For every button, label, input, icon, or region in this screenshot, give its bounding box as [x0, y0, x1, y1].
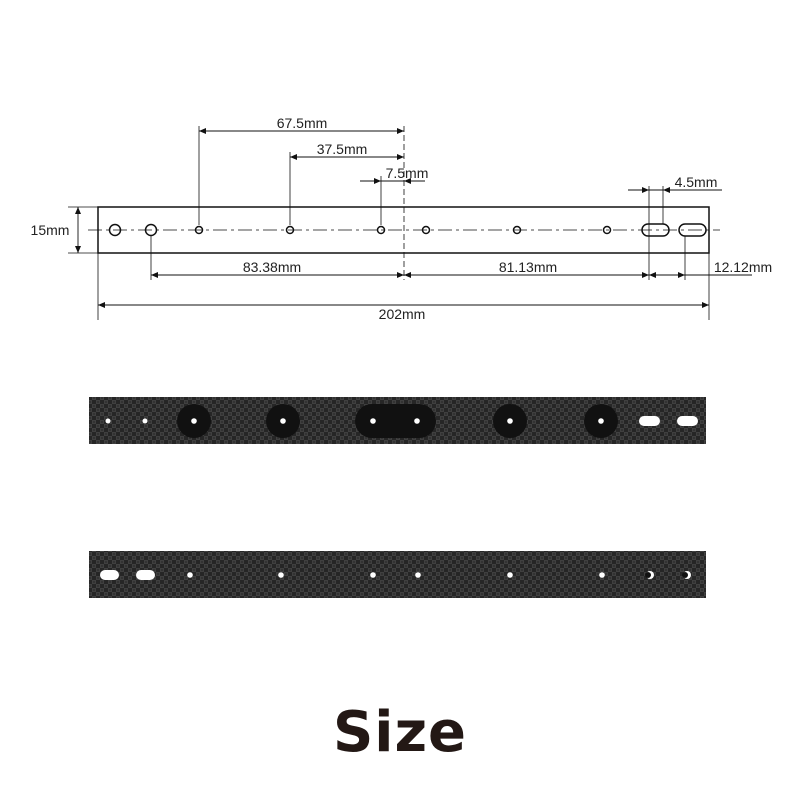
technical-drawing	[68, 126, 752, 320]
hole	[108, 223, 122, 237]
arrowheads	[75, 128, 709, 308]
dim-label-37-5: 37.5mm	[317, 141, 368, 157]
dim-label-15: 15mm	[31, 222, 70, 238]
dim-label-4-5: 4.5mm	[675, 174, 718, 190]
slot	[641, 223, 670, 237]
hole	[376, 225, 386, 235]
dim-label-202: 202mm	[379, 306, 426, 322]
slot	[678, 223, 707, 237]
dim-label-81-13: 81.13mm	[499, 259, 557, 275]
hole	[285, 225, 295, 235]
hole	[144, 223, 158, 237]
dim-label-83-38: 83.38mm	[243, 259, 301, 275]
carbon-plate-back	[89, 551, 706, 598]
hole	[421, 225, 431, 235]
page-title: Size	[332, 700, 468, 765]
carbon-plate-front	[89, 397, 706, 444]
hole	[512, 225, 522, 235]
hole	[602, 225, 612, 235]
dim-label-12-12: 12.12mm	[714, 259, 772, 275]
dim-label-67-5: 67.5mm	[277, 115, 328, 131]
dim-label-7-5: 7.5mm	[386, 165, 429, 181]
hole	[194, 225, 204, 235]
